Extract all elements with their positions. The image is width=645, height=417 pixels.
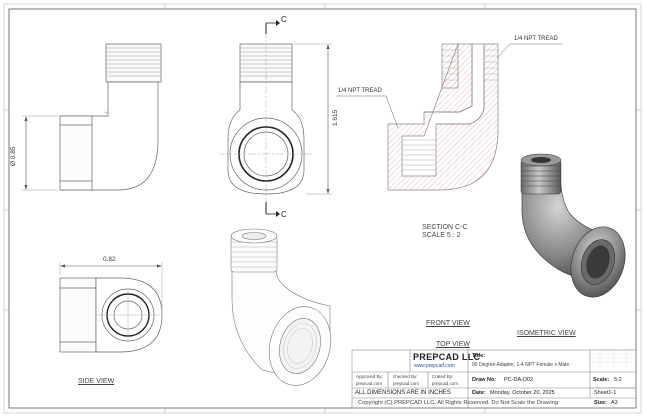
section-mark-bottom: C <box>281 210 287 219</box>
front-view-title: FRONT VIEW <box>426 320 470 327</box>
top-view <box>59 262 163 353</box>
thread-callout-side: 1/4 NPT TREAD <box>338 88 382 94</box>
top-view-title: TOP VIEW <box>436 341 470 348</box>
draw-no-value: PC-DA-D02 <box>504 377 534 383</box>
diameter-dimension: Ø 0.85 <box>10 146 17 166</box>
scale-value: 5:2 <box>614 377 622 383</box>
checked-by-value: prepcad.com <box>393 381 420 386</box>
section-scale: SCALE 5 : 2 <box>422 232 461 239</box>
date-value: Monday, October 20, 2025 <box>490 390 555 396</box>
size-value: A3 <box>611 400 618 406</box>
date-label: Date: <box>472 390 486 396</box>
company-website: www.prepcad.com <box>414 363 455 369</box>
side-view-title: SIDE VIEW <box>78 378 115 385</box>
company-name: PREPCAD LLC <box>413 352 481 362</box>
scale-label: Scale: <box>593 377 610 383</box>
width-dimension: 0.82 <box>103 256 116 263</box>
size-label: Size: <box>594 400 607 406</box>
thread-callout-top: 1/4 NPT TREAD <box>514 36 558 42</box>
section-view-title: SECTION C-C <box>422 224 468 231</box>
drawing-title: 90 Degree Adapter, 1-4 NPT Female x Male <box>472 362 570 368</box>
units-note: ALL DIMENSIONS ARE IN INCHES <box>355 390 451 396</box>
title-block-grid <box>351 349 637 409</box>
isometric-view-title: ISOMETRIC VIEW <box>517 330 576 337</box>
approved-by-label: Approved By: <box>356 374 384 379</box>
crated-by-value: prepcad.com <box>432 381 459 386</box>
title-label: Title: <box>472 353 486 359</box>
sheet-frame <box>3 3 642 414</box>
section-view <box>336 43 562 191</box>
approved-by-value: prepcad.com <box>356 381 383 386</box>
sheet-number: Sheet1-1 <box>594 390 617 396</box>
draw-no-label: Draw No: <box>472 377 497 383</box>
section-mark-top: C <box>281 15 287 24</box>
front-elevation-view <box>220 20 332 217</box>
isometric-view <box>520 153 626 298</box>
side-elevation-view <box>22 43 162 191</box>
height-dimension: 1.615 <box>332 109 339 126</box>
crated-by-label: Crated By: <box>432 374 454 379</box>
front-view <box>230 228 332 386</box>
checked-by-label: checked By: <box>393 374 418 379</box>
copyright-note: Copyright (C) PREPCAD LLC. All Rights Re… <box>358 400 559 406</box>
